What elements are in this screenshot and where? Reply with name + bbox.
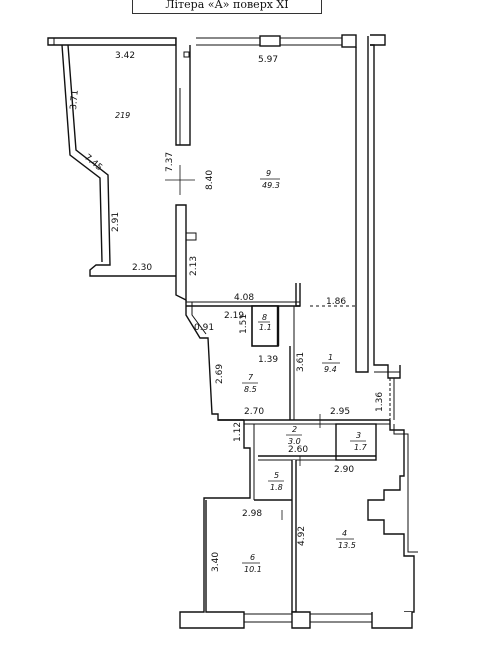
room-4-number: 4 <box>342 529 347 538</box>
dim-091: 0.91 <box>194 323 214 333</box>
wall-right <box>355 36 369 373</box>
room-7-label: 7 8.5 <box>242 373 258 394</box>
room-4-label: 4 13.5 <box>336 529 356 550</box>
sheet-header: Літера «А» поверх XI <box>132 0 322 14</box>
room-219-area: 219 <box>115 111 130 120</box>
room-2-label: 2 3.0 <box>286 425 302 446</box>
wall-left-room-219 <box>67 44 186 277</box>
dim-340: 3.40 <box>211 552 221 572</box>
room-8-number: 8 <box>262 313 267 322</box>
shaft-small <box>183 51 190 58</box>
wall-left-lower <box>179 420 251 629</box>
dim-361: 3.61 <box>296 352 306 372</box>
room-5-label: 5 1.8 <box>268 471 284 492</box>
room-9-area: 49.3 <box>262 181 280 190</box>
dim-291: 2.91 <box>111 212 121 232</box>
dim-295: 2.95 <box>330 407 350 417</box>
dim-270: 2.70 <box>244 407 264 417</box>
room-7-area: 8.5 <box>244 385 257 394</box>
dim-298: 2.98 <box>242 509 262 519</box>
wall-partition-lower <box>175 204 187 302</box>
room-7-number: 7 <box>248 373 254 382</box>
room-9-number: 9 <box>266 169 271 178</box>
room-3-box <box>335 423 377 461</box>
dim-597: 5.97 <box>258 55 278 65</box>
dim-840: 8.40 <box>205 170 215 190</box>
dim-136: 1.36 <box>375 392 385 412</box>
room-6-area: 10.1 <box>244 565 262 574</box>
dim-269: 2.69 <box>215 364 225 384</box>
room-219-label: 219 <box>115 111 130 120</box>
room-6-label: 6 10.1 <box>242 553 262 574</box>
floor-title: Літера «А» поверх XI <box>165 0 289 11</box>
pier-top <box>259 35 281 47</box>
dim-213: 2.13 <box>189 256 199 276</box>
room-3-number: 3 <box>356 431 361 440</box>
dim-290: 2.90 <box>334 465 354 475</box>
room-1-label: 1 9.4 <box>322 353 340 374</box>
room-5-area: 1.8 <box>270 483 283 492</box>
dim-737: 7.37 <box>165 152 175 172</box>
room-8-label: 8 1.1 <box>258 313 272 332</box>
dim-342: 3.42 <box>115 51 135 61</box>
dim-219: 2.19 <box>224 311 244 321</box>
room-2-number: 2 <box>292 425 297 434</box>
wall-left-room-7 <box>185 300 244 421</box>
dim-151: 1.51 <box>239 314 249 334</box>
room-9-label: 9 49.3 <box>260 169 280 190</box>
room-6-number: 6 <box>250 553 255 562</box>
room-1-area: 9.4 <box>324 365 337 374</box>
room-3-label: 3 1.7 <box>350 431 368 452</box>
room-8-area: 1.1 <box>259 323 272 332</box>
wall-top-left <box>47 37 177 46</box>
room-4-area: 13.5 <box>338 541 356 550</box>
wall-bottom-right <box>291 611 311 629</box>
dim-492: 4.92 <box>297 526 307 546</box>
room-8-box <box>251 305 279 347</box>
dim-260: 2.60 <box>288 445 308 455</box>
dim-745: 7.45 <box>82 153 104 174</box>
dim-408: 4.08 <box>234 293 254 303</box>
wall-right-lower <box>367 420 415 613</box>
door-mark <box>186 232 197 241</box>
room-3-area: 1.7 <box>354 443 368 452</box>
dim-230: 2.30 <box>132 263 152 273</box>
room-5-number: 5 <box>274 471 279 480</box>
dim-112: 1.12 <box>233 422 243 442</box>
top-right-block <box>341 34 357 48</box>
dim-186: 1.86 <box>326 297 346 307</box>
room-1-number: 1 <box>328 353 333 362</box>
wall-room-6-4 <box>291 460 297 613</box>
dim-371: 3.71 <box>69 89 81 110</box>
dim-139: 1.39 <box>258 355 278 365</box>
wall-top-corner <box>370 34 386 46</box>
room-2-area: 3.0 <box>288 437 301 446</box>
